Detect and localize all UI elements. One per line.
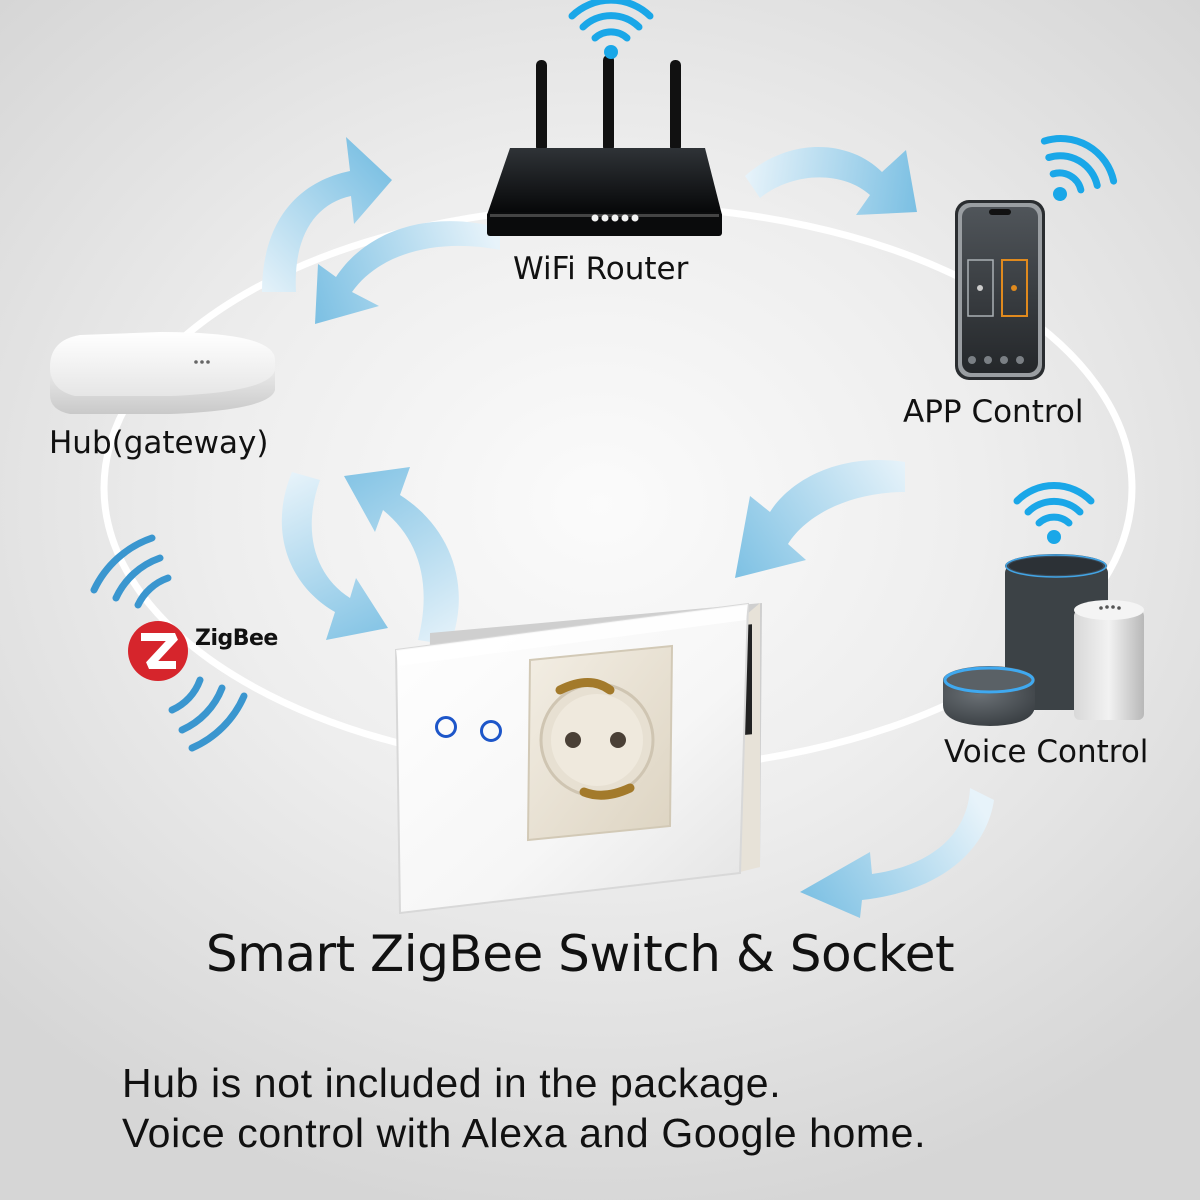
wifi-router-label: WiFi Router [513, 251, 689, 287]
zigbee-logo-text: ZigBee [195, 626, 278, 651]
wifi-router-icon [487, 55, 722, 236]
hub-label: Hub(gateway) [49, 425, 269, 461]
smartphone-icon [955, 200, 1045, 380]
flow-arrow-icon [262, 137, 392, 292]
app-control-label: APP Control [903, 394, 1084, 430]
smart-speaker-icon [943, 554, 1144, 726]
flow-arrow-icon [281, 472, 388, 640]
package-note: Hub is not included in the package. [122, 1060, 782, 1106]
page-title: Smart ZigBee Switch & Socket [205, 925, 955, 983]
wifi-signal-icon [568, 0, 654, 59]
flow-arrow-icon [344, 467, 459, 645]
flow-arrow-icon [315, 221, 500, 324]
zigbee-hub-icon [50, 332, 275, 414]
voice-note: Voice control with Alexa and Google home… [122, 1110, 927, 1156]
zigbee-logo-icon [128, 621, 188, 681]
wifi-signal-icon [1013, 482, 1095, 544]
wifi-signal-icon [1040, 135, 1118, 201]
flow-arrow-icon [800, 788, 994, 918]
zigbee-waves-icon [90, 534, 248, 752]
flow-arrow-icon [745, 147, 917, 215]
flow-arrows [262, 137, 994, 918]
touch-button-icon[interactable] [435, 716, 457, 738]
touch-button-icon[interactable] [480, 720, 502, 742]
voice-control-label: Voice Control [944, 734, 1149, 770]
flow-arrow-icon [735, 459, 905, 578]
touch-switch-socket-icon [394, 602, 762, 915]
